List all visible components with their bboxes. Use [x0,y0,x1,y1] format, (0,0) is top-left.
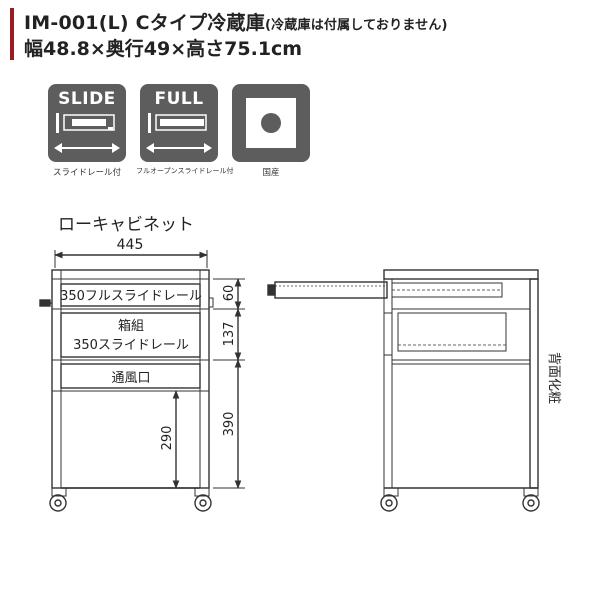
side-top-panel [383,269,539,280]
full-open-rail-icon [146,113,212,153]
domestic-badge-caption: 国産 [262,168,280,178]
front-view [39,250,245,512]
product-dimensions: 幅48.8×奥行49×高さ75.1cm [24,38,303,60]
product-title-note: (冷蔵庫は付属しておりません) [264,18,448,33]
width-label: 445 [117,237,144,253]
product-title: IM-001(L) Cタイプ冷蔵庫(冷蔵庫は付属しておりません) [24,8,448,35]
side-handle [39,299,51,307]
full-badge: FULL [140,84,218,162]
slide-badge: SLIDE [48,84,126,162]
vent-label: 通風口 [111,371,150,386]
side-caster-rear [522,494,540,512]
slide-badge-label: SLIDE [58,89,116,109]
front-caster-right [194,494,212,512]
domestic-made-icon [246,98,296,148]
domestic-badge [232,84,310,162]
slide-rail-icon [54,113,120,153]
full-badge-caption: フルオープンスライドレール付 [136,167,234,175]
drawer-label: 350フルスライドレール [60,289,202,304]
drawer-handle [267,284,276,296]
front-caster-left [49,494,67,512]
vent-panel [60,363,201,389]
dim-60-label: 60 [222,285,237,302]
header-accent-bar [10,8,14,60]
dim-390-label: 390 [222,412,237,437]
box-label-line2: 350スライドレール [73,338,189,353]
side-view [267,269,540,512]
slide-badge-caption: スライドレール付 [52,168,121,178]
dim-290-label: 290 [160,426,175,451]
dim-137-label: 137 [222,322,237,347]
product-title-main: IM-001(L) Cタイプ冷蔵庫 [24,12,265,34]
top-drawer [60,283,201,307]
fridge-compartment [391,363,531,489]
extended-drawer [274,281,388,299]
side-caster-front [380,494,398,512]
box-label-line1: 箱組 [118,318,144,334]
full-badge-label: FULL [154,89,204,109]
rear-post-label: 背面化粧 [546,352,561,404]
side-box-drawer [397,312,507,352]
rear-post [529,278,539,489]
box-drawer [60,312,201,358]
section-label: ローキャビネット [58,215,194,235]
